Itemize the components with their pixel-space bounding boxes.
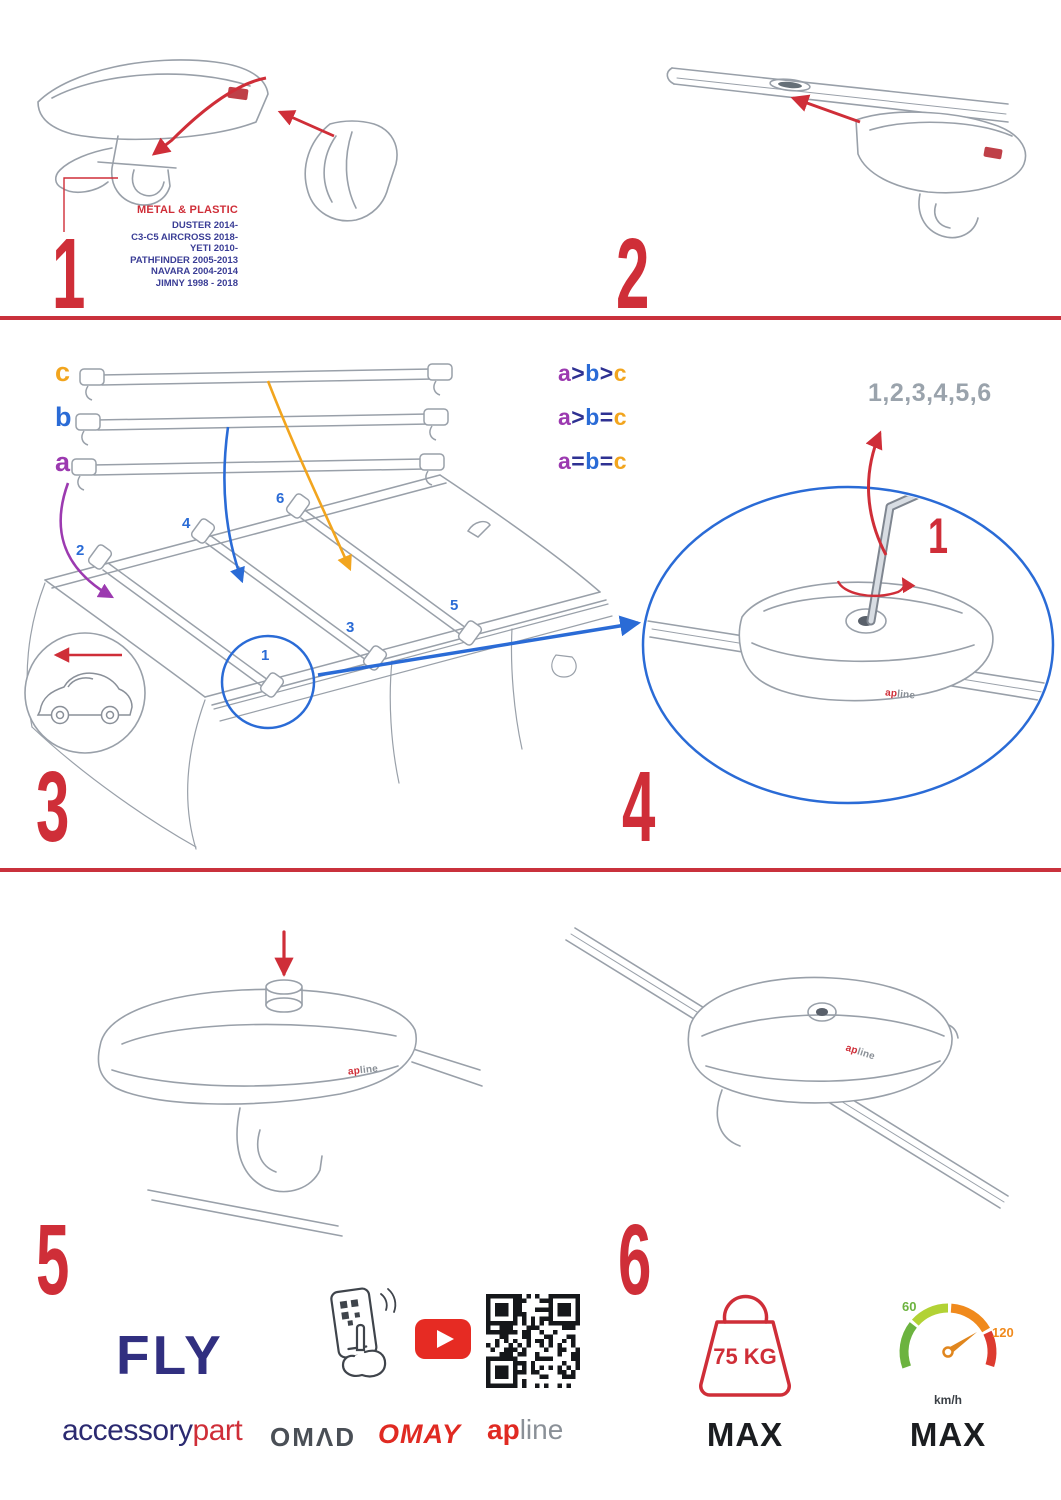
roof-position-5: 5 [450, 597, 459, 614]
crossbar-a-drawing [71, 453, 445, 491]
steps-3-4-drawings [24, 363, 1055, 850]
model-item: YETI 2010- [189, 243, 238, 254]
bar-a-position-arrow [59, 482, 115, 599]
roof-perspective-drawing [26, 474, 613, 850]
roof-position-2: 2 [76, 542, 85, 559]
length-formula-3: a=b=c [558, 448, 628, 474]
bar-c-position-arrow [266, 380, 352, 572]
section-divider [0, 316, 1061, 320]
crossbar-c-drawing [79, 363, 453, 401]
zoom-link-arrow [317, 615, 642, 677]
foot-mounted-drawing [565, 927, 1009, 1209]
speed-low-label: 60 [902, 1299, 917, 1314]
roof-position-4: 4 [182, 515, 191, 532]
step-number-2: 2 [616, 218, 649, 330]
sequence-first-step: 1 [928, 508, 949, 564]
apline-badge [983, 146, 1003, 160]
speed-max-label: MAX [909, 1416, 987, 1453]
length-formula-1: a>b>c [558, 360, 628, 386]
speedometer-icon [899, 1303, 997, 1369]
step-number-4: 4 [622, 751, 655, 863]
lock-cap-knob [265, 997, 303, 1013]
foot-detail-zoom [641, 485, 1055, 805]
weight-limit-label: 75 KG [713, 1344, 777, 1369]
step1-arrows [63, 76, 335, 232]
roof-position-3: 3 [346, 619, 355, 636]
step-number-6: 6 [618, 1204, 651, 1316]
max-weight-icon [699, 1294, 791, 1397]
brand-omay: OMAY [378, 1419, 461, 1449]
step-number-1: 1 [52, 218, 85, 330]
crossbar-b-drawing [75, 408, 449, 446]
model-item: C3-C5 AIRCROSS 2018- [131, 231, 238, 243]
model-item: NAVARA 2004-2014 [151, 266, 238, 277]
crossbar-feet [87, 493, 483, 698]
model-item: JIMNY 1998 - 2018 [155, 277, 238, 289]
hand-shape [341, 1349, 387, 1378]
tightening-sequence: 1,2,3,4,5,6 [868, 379, 992, 407]
step2-arrow [790, 94, 861, 124]
length-formula-2: a>b=c [558, 404, 628, 430]
qr-code-icon [486, 1294, 580, 1388]
bar-end-drawing [666, 67, 1027, 239]
finger-shape [355, 1323, 366, 1352]
step-number-5: 5 [36, 1204, 69, 1316]
section-divider [0, 868, 1061, 872]
weight-max-label: MAX [706, 1416, 784, 1453]
roof-position-1: 1 [261, 647, 270, 664]
model-item: PATHFINDER 2005-2013 [130, 254, 238, 266]
model-item: DUSTER 2014- [172, 220, 238, 231]
speed-high-label: 120 [992, 1325, 1014, 1340]
clamp-exploded-drawing [37, 59, 398, 222]
position-1-highlight-circle [220, 634, 316, 730]
model-list: DUSTER 2014- C3-C5 AIRCROSS 2018- YETI 2… [58, 220, 238, 289]
sequence-arrow [865, 430, 888, 556]
material-label: METAL & PLASTIC [137, 204, 238, 216]
brand-omad: OMΛD [270, 1422, 356, 1452]
bar-label-c: c [55, 357, 71, 387]
rotate-key-arrow [836, 577, 916, 598]
foot-cap-drawing [97, 930, 483, 1237]
youtube-icon [415, 1319, 471, 1359]
speedometer-needle [946, 1332, 977, 1355]
steps-1-2-drawings [37, 59, 1027, 239]
bar-b-position-arrow [223, 426, 245, 584]
product-model-name: FLY [116, 1324, 224, 1386]
speed-unit-label: km/h [933, 1393, 962, 1407]
steps-5-6-drawings [97, 927, 1009, 1237]
roof-position-6: 6 [276, 490, 285, 507]
bar-label-b: b [55, 402, 72, 432]
brand-accessorypart: accessorypart [62, 1414, 243, 1447]
phone-qr-screen [339, 1299, 361, 1326]
scan-phone-icon [330, 1287, 397, 1378]
step-number-3: 3 [36, 751, 69, 863]
bar-label-a: a [55, 447, 71, 477]
car-direction-inset [24, 632, 146, 754]
brand-apline: apline [487, 1414, 564, 1445]
